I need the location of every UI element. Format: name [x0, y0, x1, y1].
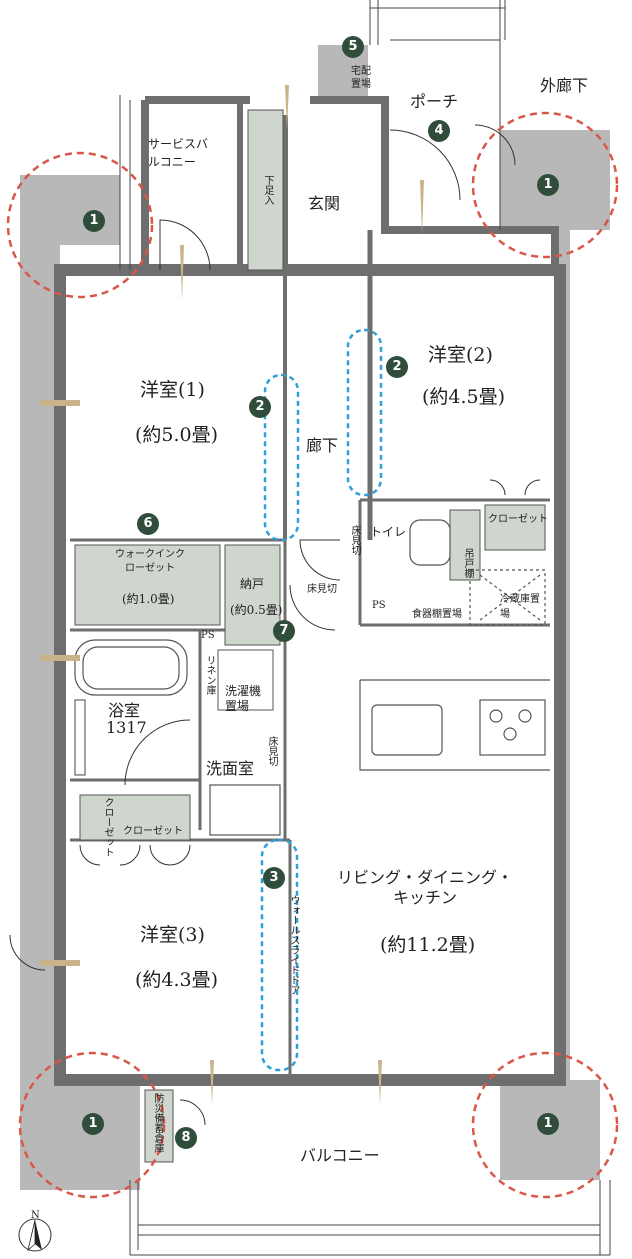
shoe-box-label: 下足入 — [262, 175, 273, 205]
fixtures — [74, 519, 550, 836]
badge-4-entrance: 4 — [428, 120, 450, 142]
window-sashes — [40, 85, 424, 1105]
badge-7-storeroom: 7 — [273, 620, 295, 642]
bathroom-size: 1317 — [106, 718, 147, 737]
delivery-box-label: 宅配置場 — [351, 66, 371, 90]
western-room-3-area: (約4.3畳) — [135, 969, 219, 991]
wall-slide-door-label: ウォールスライドドア — [288, 895, 299, 995]
floor-boundary-label-2: 床見切 — [307, 584, 337, 595]
washer-label: 洗濯機置場 — [225, 684, 262, 713]
thin-lines — [74, 0, 611, 1256]
toilet-label: トイレ — [370, 525, 407, 539]
north-letter: N — [31, 1210, 40, 1221]
ldk-label: リビング・ダイニング・キッチン — [336, 868, 513, 907]
storage-boxes — [74, 109, 546, 1163]
badge-1-left-bottom: 1 — [82, 1113, 104, 1135]
doors — [9, 124, 541, 1126]
linen-storage-label: リネン庫 — [204, 655, 215, 695]
closet-top-label: クローゼット — [488, 514, 548, 525]
fridge-label: 冷蔵庫置場 — [500, 594, 540, 620]
porch-label: ポーチ — [410, 92, 459, 111]
floor-boundary-label-3: 床見切 — [266, 736, 277, 766]
badge-2-hallway: 2 — [249, 396, 271, 418]
badge-6-walkin: 6 — [137, 513, 159, 535]
ps-label-2: PS — [201, 630, 215, 641]
ldk-area: (約11.2畳) — [380, 934, 476, 956]
western-room-2-label: 洋室(2) — [428, 344, 493, 366]
badge-1-right-bottom: 1 — [537, 1113, 559, 1135]
small-closet-label: クローゼット — [102, 797, 113, 857]
storeroom-area: (約0.5畳) — [230, 603, 283, 617]
washroom-label: 洗面室 — [206, 759, 255, 778]
badge-2-room2: 2 — [386, 356, 408, 378]
disaster-storage-label: 防災備蓄倉庫 — [152, 1093, 163, 1153]
bathroom-label: 浴室 — [108, 701, 141, 720]
balcony-label: バルコニー — [300, 1146, 380, 1165]
western-room-1-label: 洋室(1) — [140, 379, 205, 401]
badge-3-slide-door: 3 — [263, 867, 285, 889]
entrance-label: 玄関 — [308, 194, 341, 213]
hanging-shelf-label: 吊戸棚 — [462, 548, 473, 578]
walls — [54, 96, 566, 1086]
north-compass — [18, 1218, 52, 1252]
service-balcony-label: サービスバルコニー — [148, 137, 209, 169]
closet-bottom-label: クローゼット — [123, 826, 183, 837]
western-room-1-area: (約5.0畳) — [135, 424, 219, 446]
storeroom-label: 納戸 — [240, 577, 265, 591]
badge-5-delivery: 5 — [342, 36, 364, 58]
walk-in-closet-area: (約1.0畳) — [122, 592, 175, 606]
western-room-3-label: 洋室(3) — [140, 924, 205, 946]
dish-shelf-label: 食器棚置場 — [412, 609, 462, 620]
walk-in-closet-label: ウォークインクローゼット — [115, 549, 185, 574]
badge-8-disaster: 8 — [175, 1127, 197, 1149]
sliding-door-highlights — [260, 328, 383, 1072]
western-room-2-area: (約4.5畳) — [422, 386, 506, 408]
outer-corridor-label: 外廊下 — [540, 76, 589, 95]
danger-circles — [6, 111, 619, 1199]
badge-1-right-top: 1 — [537, 174, 559, 196]
badge-1-left-top: 1 — [83, 210, 105, 232]
ps-label-1: PS — [372, 600, 386, 611]
floor-boundary-label-1: 床見切 — [349, 525, 360, 555]
hallway-label: 廊下 — [306, 436, 339, 455]
